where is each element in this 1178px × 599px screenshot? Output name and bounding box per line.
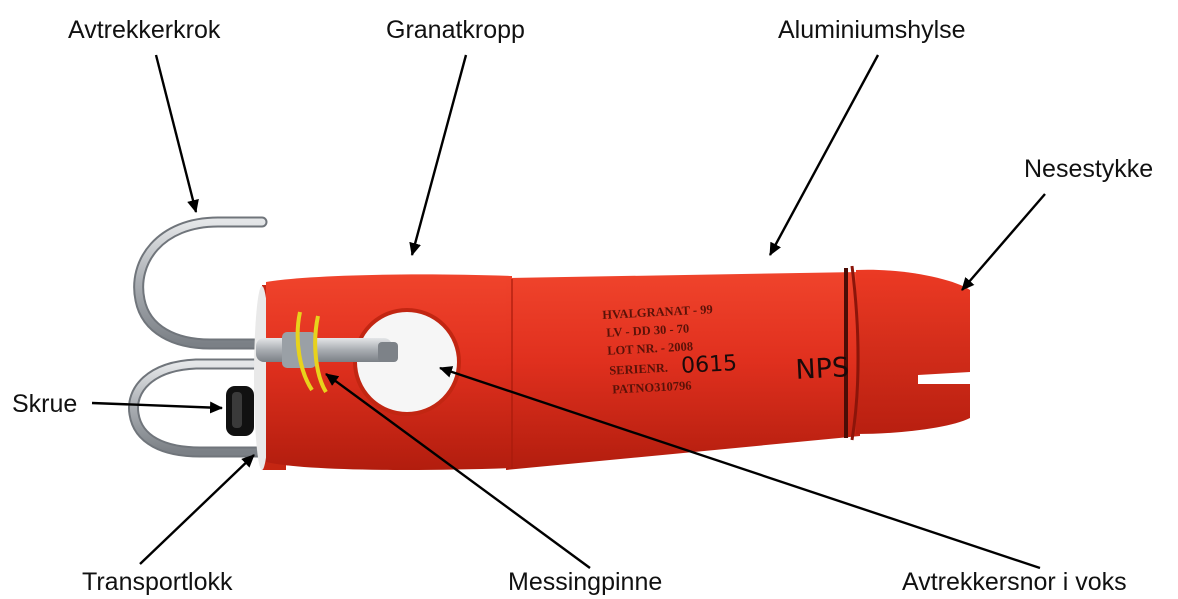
serial-handwritten: 0615 (680, 351, 737, 379)
initials-handwritten: NPS (795, 352, 850, 386)
label-screw: Skrue (12, 390, 77, 418)
label-grenade-body: Granatkropp (386, 16, 525, 44)
arrow-nose-piece (962, 194, 1045, 290)
label-aluminium-sleeve: Aluminiumshylse (778, 16, 966, 44)
nose-piece-shape (846, 266, 970, 440)
arrow-screw (92, 403, 222, 408)
arrow-aluminium-sleeve (770, 55, 878, 255)
label-trigger-hook: Avtrekkerkrok (68, 16, 221, 44)
arrow-grenade-body (412, 55, 466, 255)
arrow-transport-cap (140, 455, 254, 564)
label-brass-pin: Messingpinne (508, 568, 662, 596)
screw-head (226, 386, 254, 436)
label-trigger-cord: Avtrekkersnor i voks (902, 568, 1127, 596)
arrow-trigger-hook (156, 55, 196, 212)
grenade-photo: HVALGRANAT - 99 LV - DD 30 - 70 LOT NR. … (134, 222, 970, 470)
label-nose-piece: Nesestykke (1024, 155, 1153, 183)
label-transport-cap: Transportlokk (82, 568, 233, 596)
